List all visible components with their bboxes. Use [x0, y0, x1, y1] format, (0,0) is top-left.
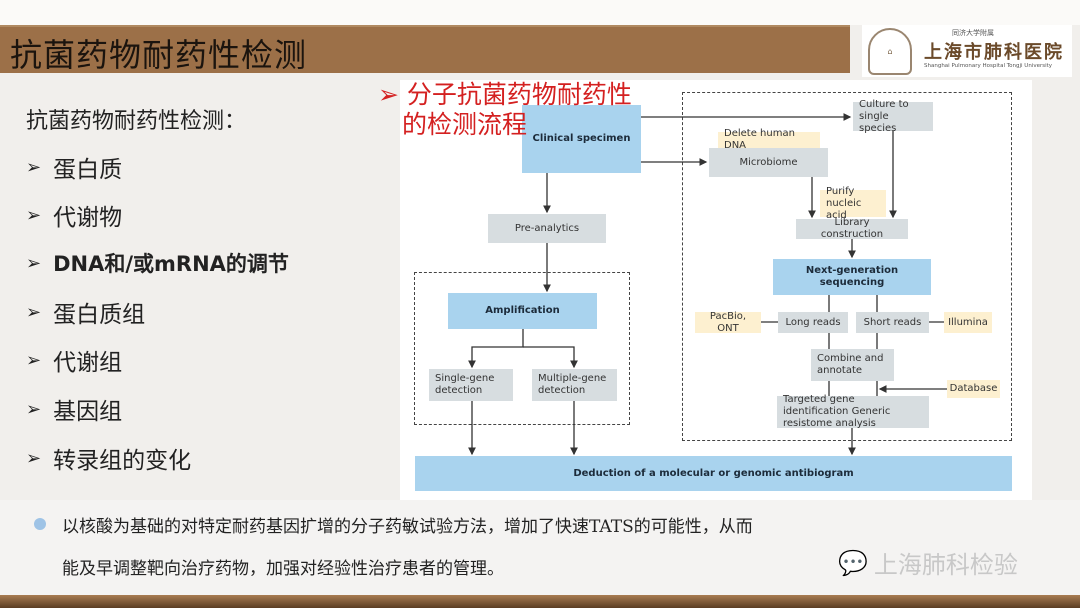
logo-english: Shanghai Pulmonary Hospital Tongji Unive…: [924, 63, 1053, 69]
sequencing-group: [682, 92, 1012, 441]
ngs-box: Next-generation sequencing: [773, 259, 931, 295]
diagram-title-line2: 的检测流程: [402, 110, 528, 139]
targeted-gene-box: Targeted gene identification Generic res…: [777, 394, 929, 429]
arrow-bullet-icon: ➢: [26, 204, 42, 226]
list-item-label: 蛋白质组: [53, 302, 146, 328]
list-item-label: 蛋白质: [53, 157, 123, 183]
wechat-watermark: 💬上海肺科检验: [838, 545, 1018, 580]
microbiome-box: Microbiome: [709, 148, 828, 177]
arrow-bullet-icon: ➢: [26, 301, 42, 323]
illumina-tag: Illumina: [944, 312, 992, 333]
combine-annotate-box: Combine and annotate: [811, 349, 894, 381]
list-item: ➢ 转录组的变化: [26, 441, 191, 475]
list-item: ➢ 蛋白质组: [26, 295, 145, 329]
logo-affiliation: 同济大学附属: [952, 29, 994, 37]
arrow-bullet-icon: ➢: [26, 447, 42, 469]
arrow-bullet-icon: ➢: [26, 349, 42, 371]
summary-line-2: 能及早调整靶向治疗药物，加强对经验性治疗患者的管理。: [62, 559, 504, 579]
summary-panel: [0, 500, 1080, 595]
arrow-bullet-icon: ➢: [26, 252, 42, 274]
pre-analytics-box: Pre-analytics: [488, 214, 606, 243]
logo-name: 上海市肺科医院: [924, 42, 1064, 63]
hospital-logo: ⌂ 同济大学附属 上海市肺科医院 Shanghai Pulmonary Hosp…: [862, 25, 1072, 77]
title-bar: [0, 25, 850, 73]
deduction-box: Deduction of a molecular or genomic anti…: [415, 456, 1012, 491]
top-band: [0, 0, 1080, 25]
purify-tag: Purify nucleic acid: [820, 186, 886, 221]
summary-line-1: 以核酸为基础的对特定耐药基因扩增的分子药敏试验方法，增加了快速TATS的可能性，…: [62, 517, 753, 537]
list-item-label: DNA和/或mRNA的调节: [53, 252, 289, 276]
diagram-title: ➢ 分子抗菌药物耐药性的检测流程: [378, 80, 632, 140]
single-gene-box: Single-gene detection: [429, 369, 513, 401]
watermark-text: 上海肺科检验: [873, 551, 1018, 579]
arrow-bullet-icon: ➢: [26, 156, 42, 178]
list-item-label: 转录组的变化: [53, 448, 192, 474]
list-item: ➢ 代谢物: [26, 198, 122, 232]
amplification-box: Amplification: [448, 293, 597, 329]
list-item: ➢ DNA和/或mRNA的调节: [26, 248, 289, 278]
library-construction-box: Library construction: [796, 217, 908, 240]
diagram-title-line1: ➢ 分子抗菌药物耐药性: [378, 80, 632, 109]
pacbio-tag: PacBio, ONT: [695, 311, 761, 334]
footer-bar: [0, 595, 1080, 608]
slide-title: 抗菌药物耐药性检测: [10, 36, 308, 74]
seal-icon: ⌂: [868, 28, 912, 75]
list-item-label: 代谢物: [53, 205, 123, 231]
list-item: ➢ 基因组: [26, 392, 122, 426]
wechat-icon: 💬: [838, 548, 868, 577]
short-reads-box: Short reads: [856, 312, 929, 333]
circle-bullet-icon: [34, 518, 46, 530]
delete-human-dna-tag: Delete human DNA: [718, 128, 820, 151]
clinical-specimen-box: Clinical specimen: [522, 105, 641, 173]
list-heading: 抗菌药物耐药性检测：: [26, 109, 247, 134]
multiple-gene-box: Multiple-gene detection: [532, 369, 617, 401]
arrow-bullet-icon: ➢: [26, 398, 42, 420]
database-tag: Database: [947, 380, 1000, 398]
list-item: ➢ 蛋白质: [26, 150, 122, 184]
culture-box: Culture to single species: [853, 99, 933, 134]
long-reads-box: Long reads: [778, 312, 848, 333]
list-item-label: 基因组: [53, 399, 123, 425]
list-item-label: 代谢组: [53, 350, 123, 376]
list-item: ➢ 代谢组: [26, 343, 122, 377]
amplification-group: [414, 272, 630, 425]
